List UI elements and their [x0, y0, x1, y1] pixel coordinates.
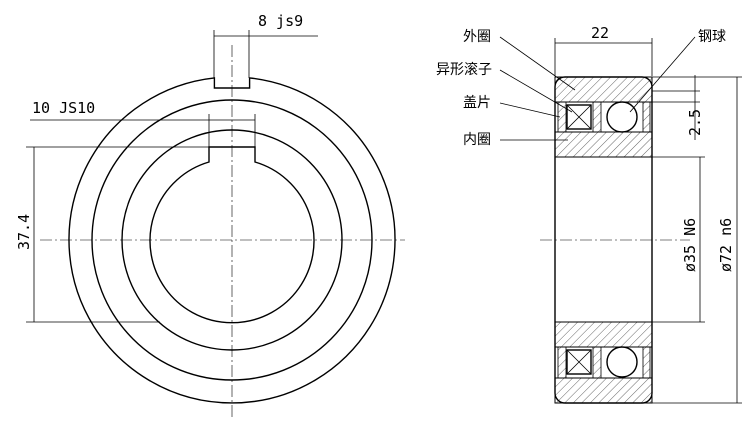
dim-keyway-inner-text: 10 JS10 — [32, 99, 95, 117]
callout-outer-ring: 外圈 — [463, 29, 491, 45]
leader-ball — [629, 36, 696, 113]
dim-keyway-outer-text: 8 js9 — [258, 12, 303, 30]
front-view: 8 js9 10 JS10 37.4 — [15, 12, 405, 420]
inner-ring-outer-circle — [121, 129, 343, 351]
sprag-bottom-diag2 — [566, 349, 592, 375]
callout-inner-ring: 内圈 — [463, 132, 491, 148]
dim-width-text: 22 — [591, 24, 609, 42]
cover-plate-bottom-left — [557, 346, 567, 379]
dim-outer-diameter-text: ø72 n6 — [717, 218, 735, 272]
dim-key-depth-text: 37.4 — [15, 214, 33, 250]
cover-plate-top-right — [642, 101, 651, 133]
sprag-bottom — [566, 349, 592, 375]
ball-bottom — [606, 346, 638, 378]
bore-with-keyway — [149, 146, 315, 324]
leader-cover — [499, 102, 561, 118]
outer-ring-section-top — [554, 76, 653, 103]
inner-ring-section-top — [554, 131, 653, 158]
leader-sprag — [499, 69, 573, 113]
ball-top — [606, 101, 638, 133]
callout-sprag: 异形滚子 — [436, 61, 492, 78]
leader-outer-ring — [499, 36, 576, 91]
outer-ring-inner-circle — [91, 99, 373, 381]
sprag-top-diag2 — [566, 104, 592, 130]
callout-ball: 钢球 — [698, 29, 726, 45]
dim-inner-diameter-text: ø35 N6 — [681, 218, 699, 272]
cage-bottom-mid — [592, 346, 602, 379]
dim-lip-text: 2.5 — [686, 109, 704, 136]
cage-top-mid — [592, 101, 602, 133]
cover-plate-top-left — [557, 101, 567, 133]
cover-plate-bottom-right — [642, 346, 651, 379]
side-view: 22 2.5 ø35 N6 ø72 n6 外圈 异形滚子 盖片 内圈 钢球 — [436, 24, 742, 404]
inner-ring-section-bottom — [554, 321, 653, 348]
callout-cover: 盖片 — [463, 95, 491, 111]
sprag-top — [566, 104, 592, 130]
outer-ring-outline — [68, 77, 396, 404]
outer-ring-section-bottom — [554, 377, 653, 404]
